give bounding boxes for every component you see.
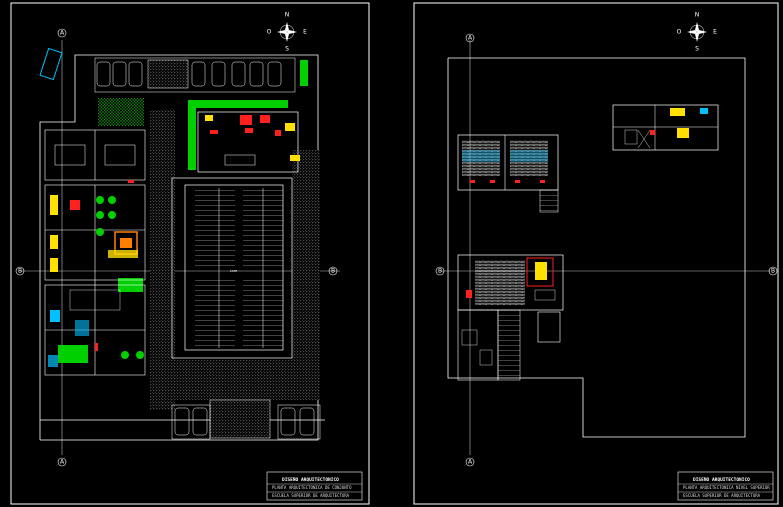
plaza-south — [170, 360, 320, 400]
sheet-1-frame — [10, 2, 370, 505]
svg-text:A: A — [468, 35, 473, 42]
red-markers — [95, 115, 281, 351]
site-boundary — [39, 54, 325, 441]
svg-text:S: S — [695, 46, 699, 53]
title-block-sheet-2: DISEÑO ARQUITECTONICO PLANTA ARQUITECTON… — [677, 471, 774, 501]
parking-top — [94, 57, 308, 93]
title-block-title-2: DISEÑO ARQUITECTONICO — [693, 476, 750, 483]
svg-text:E: E — [713, 29, 717, 36]
title-block-sheet-1: DISEÑO ARQUITECTONICO PLANTA ARQUITECTON… — [266, 471, 363, 501]
title-block-subtitle: PLANTA ARQUITECTONICA DE CONJUNTO — [272, 485, 352, 490]
title-block-subtitle-2: PLANTA ARQUITECTONICA NIVEL SUPERIOR — [683, 485, 770, 490]
north-arrow-icon: N S O E — [267, 12, 307, 53]
svg-text:B: B — [18, 268, 22, 275]
axis-bubble-bottom: A — [57, 457, 67, 467]
svg-text:A: A — [60, 459, 65, 466]
axis-bubble-right: B — [328, 266, 338, 276]
axis-bubble-top: A — [57, 28, 67, 38]
title-block-title: DISEÑO ARQUITECTONICO — [282, 476, 339, 483]
grid-axes — [20, 40, 340, 455]
garden-strip-north — [188, 100, 288, 108]
title-block-footer-2: ESCUELA SUPERIOR DE ARQUITECTURA — [683, 493, 761, 498]
upper-block-east — [612, 104, 719, 151]
sheet-2: A A B B N S O E — [413, 2, 779, 505]
svg-text:O: O — [677, 29, 682, 36]
svg-text:A: A — [468, 459, 473, 466]
axis-bubble-right-2: B — [768, 266, 778, 276]
svg-text:O: O — [267, 29, 272, 36]
svg-text:B: B — [771, 268, 775, 275]
svg-text:B: B — [438, 268, 442, 275]
west-buildings — [44, 129, 146, 376]
title-block-footer: ESCUELA SUPERIOR DE ARQUITECTURA — [272, 493, 350, 498]
axis-bubble-left: B — [15, 266, 25, 276]
walkway-east — [292, 150, 320, 400]
axis-bubble-bottom-2: A — [465, 457, 475, 467]
entrance-plaza — [209, 399, 271, 439]
svg-text:A: A — [60, 30, 65, 37]
svg-text:CAFE: CAFE — [230, 269, 237, 273]
svg-text:N: N — [695, 12, 700, 19]
garden-patch-south — [58, 345, 88, 363]
svg-text:N: N — [285, 12, 290, 19]
svg-text:B: B — [331, 268, 335, 275]
parking-bottom — [171, 404, 321, 440]
north-arrow-icon-2: N S O E — [677, 12, 717, 53]
parking-stalls-3 — [195, 278, 235, 348]
axis-bubble-left-2: B — [435, 266, 445, 276]
parking-stalls-1 — [195, 188, 235, 268]
axis-bubble-top-2: A — [465, 33, 475, 43]
grid-axes-2 — [440, 40, 770, 455]
yellow-markers — [205, 115, 300, 161]
lower-block — [457, 254, 564, 381]
sheet-2-frame — [413, 2, 779, 505]
svg-text:E: E — [303, 29, 307, 36]
garden-strip-west — [188, 100, 196, 170]
sheet-1: A A B B N S O E — [10, 2, 370, 505]
site-boundary-2 — [447, 57, 746, 438]
garden-northwest — [98, 98, 144, 126]
dining-tables — [96, 196, 144, 359]
entry-vehicle — [39, 47, 63, 81]
upper-block-west — [457, 134, 559, 213]
svg-text:S: S — [285, 46, 289, 53]
